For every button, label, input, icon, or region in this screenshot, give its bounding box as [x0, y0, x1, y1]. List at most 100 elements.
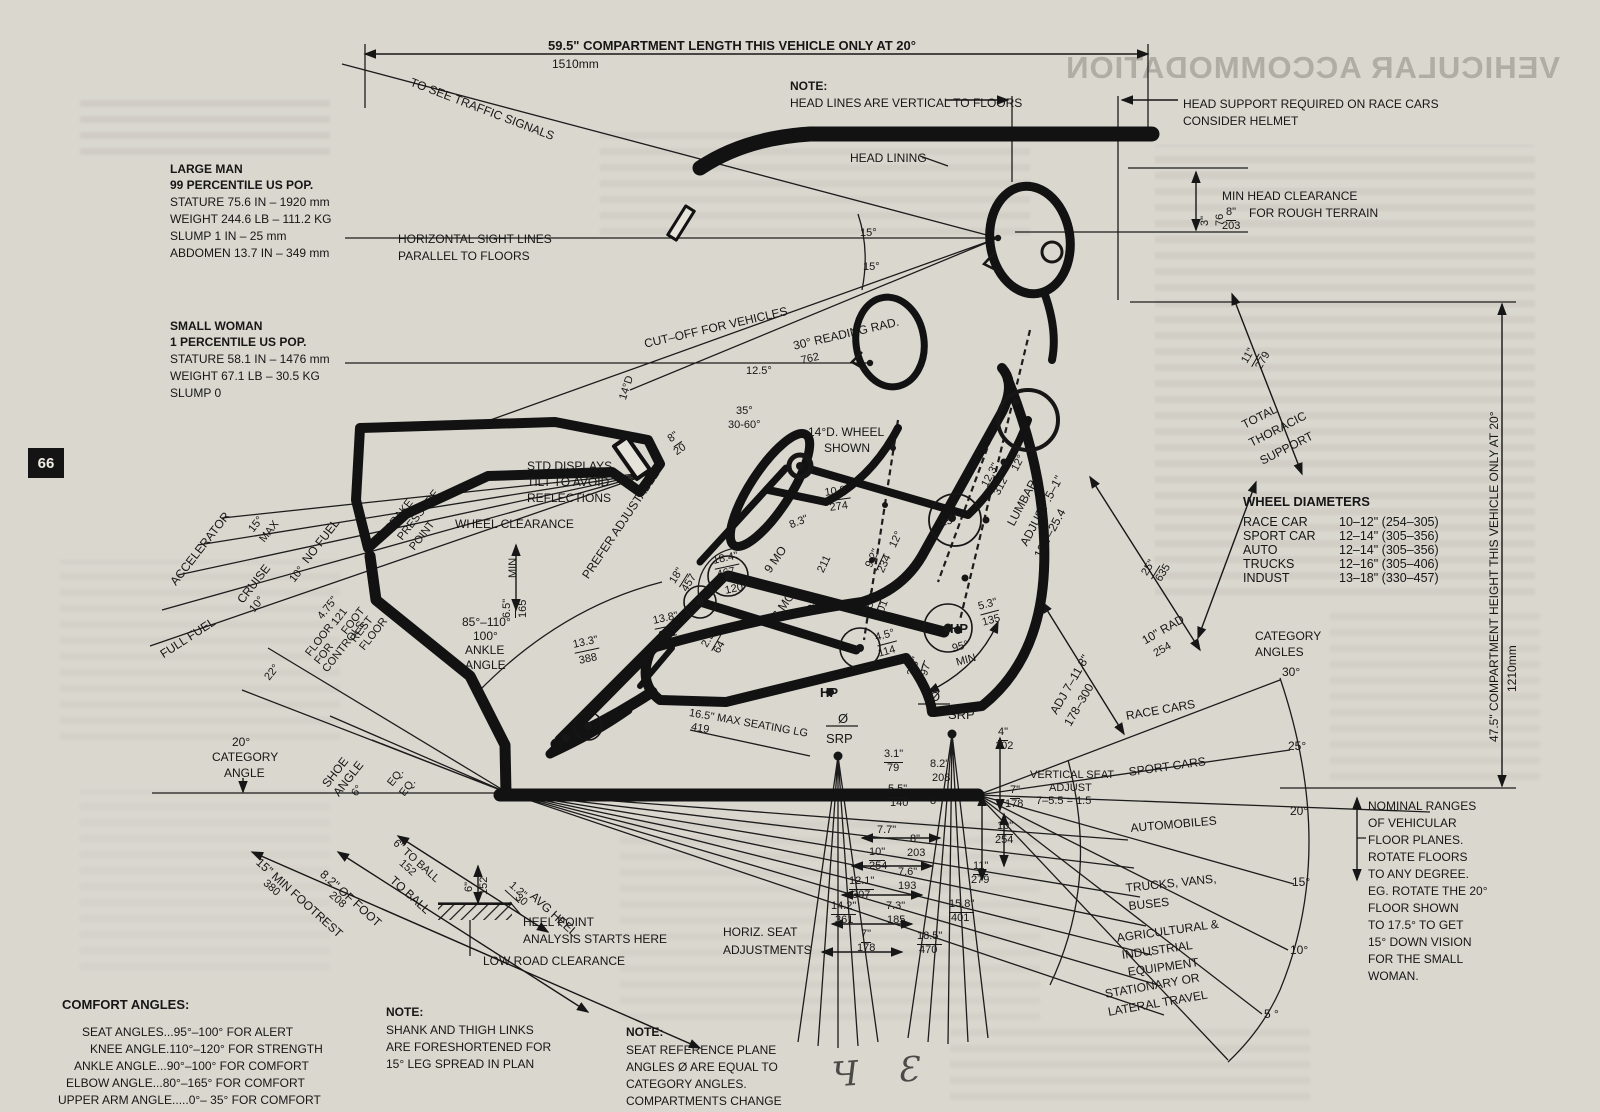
dim-label: 5.5"	[888, 783, 908, 798]
bleed-through-text	[600, 125, 1030, 235]
dim-label: 1210mm	[1505, 645, 1519, 692]
dim-label: ANGLE	[465, 658, 506, 672]
dim-label: ABDOMEN 13.7 IN – 349 mm	[170, 246, 330, 260]
dim-label: HORIZONTAL SIGHT LINES	[398, 232, 552, 246]
dim-label: HP	[820, 685, 839, 700]
dim-label: WEIGHT 67.1 LB – 30.5 KG	[170, 369, 320, 383]
dim-label: VERTICAL SEAT	[1030, 769, 1115, 781]
dim-label: ADJUSTMENTS	[723, 943, 812, 957]
dim-label: HEEL POINT	[523, 915, 594, 929]
dim-label: 47.5" COMPARTMENT HEIGHT THIS VEHICLE ON…	[1487, 411, 1501, 743]
dim-label: 30° READING RAD.	[791, 314, 901, 353]
dim-label: 100°	[473, 629, 498, 643]
dim-label: MIN HEAD CLEARANCE	[1222, 189, 1358, 203]
wheel-diameters-title: WHEEL DIAMETERS	[1243, 494, 1370, 509]
dim-label: LARGE MAN	[170, 162, 243, 176]
dim-label: 152	[478, 876, 490, 895]
dim-label: 85°–110°	[462, 615, 511, 629]
dim-label: TO 17.5° TO GET	[1368, 918, 1464, 932]
dim-label: 12°	[1009, 452, 1028, 474]
wheel-size-range: 12–16" (305–406)	[1339, 557, 1439, 571]
dim-label: 178	[857, 942, 876, 954]
dim-label: 114	[876, 643, 897, 660]
dim-label: PARALLEL TO FLOORS	[398, 249, 530, 263]
dim-label: 351	[657, 626, 679, 642]
wheel-diameters-row: TRUCKS 12–16" (305–406)	[1243, 557, 1439, 571]
dim-label: 193	[898, 880, 917, 892]
dim-label: CONSIDER HELMET	[1183, 114, 1299, 128]
dim-label: 11"	[973, 860, 989, 875]
dim-label: LOW ROAD CLEARANCE	[483, 954, 626, 968]
dim-label: ROTATE FLOORS	[1368, 850, 1468, 864]
dim-label: 274	[828, 499, 849, 514]
dim-label: 5 °	[1264, 1007, 1279, 1021]
dim-label: 15°	[863, 261, 880, 273]
dim-label: CATEGORY	[212, 750, 279, 764]
bleed-through-text	[80, 95, 330, 155]
dim-label: OF VEHICULAR	[1368, 816, 1457, 830]
dim-label: 22°	[262, 662, 282, 683]
dim-label: 3.1"	[884, 748, 904, 763]
dim-label: 25°	[1288, 739, 1307, 753]
dim-label: 6 MO	[769, 589, 798, 622]
dim-label: 59.5" COMPARTMENT LENGTH THIS VEHICLE ON…	[548, 38, 916, 53]
dim-label: 20°	[1290, 804, 1309, 818]
dim-label: 15° LEG SPREAD IN PLAN	[386, 1057, 535, 1071]
dim-label: 467	[715, 565, 737, 581]
dim-label: 18.5"	[917, 930, 943, 945]
dim-label: ANKLE ANGLE...90°–100° FOR COMFORT	[74, 1059, 309, 1073]
dim-label: REFLECTIONS	[527, 491, 612, 505]
dim-label: SEAT REFERENCE PLANE	[626, 1043, 777, 1057]
dim-label: 165	[517, 599, 529, 618]
dim-label: NO FUEL	[299, 516, 343, 567]
dim-label: WHEEL CLEARANCE	[455, 517, 574, 531]
dim-label: 97	[918, 662, 934, 678]
dim-label: BUSES	[1127, 894, 1170, 913]
dim-label: FOR ROUGH TERRAIN	[1249, 206, 1379, 220]
dim-label: 15°	[1292, 875, 1311, 889]
dim-label: 120°	[723, 580, 749, 597]
dim-label: 15°	[860, 227, 877, 239]
dim-label: 1 PERCENTILE US POP.	[170, 335, 307, 349]
dim-label: STD DISPLAYS	[527, 459, 613, 473]
dim-label: FLOOR SHOWN	[1368, 901, 1459, 915]
dim-label: COMFORT ANGLES:	[62, 997, 190, 1012]
dim-label: 14.2"	[831, 900, 857, 915]
dim-label: SLUMP 0	[170, 386, 222, 400]
dim-label: 30-60°	[728, 419, 761, 431]
dim-label: 254	[995, 834, 1014, 846]
dim-label: 10°	[287, 564, 307, 585]
dim-label: Ø	[930, 689, 941, 704]
dim-label: CATEGORY	[1255, 629, 1322, 643]
dim-label: CATEGORY ANGLES.	[626, 1077, 747, 1091]
dim-label: 401	[951, 912, 970, 924]
vehicle-type: TRUCKS	[1243, 557, 1295, 571]
dim-label: NOTE:	[386, 1005, 424, 1019]
dim-label: TRUCKS, VANS,	[1124, 871, 1217, 895]
dim-label: SLUMP 1 IN – 25 mm	[170, 229, 287, 243]
wheel-size-range: 12–14" (305–356)	[1339, 529, 1439, 543]
dim-label: KNEE ANGLE.110°–120° FOR STRENGTH	[90, 1042, 323, 1056]
vehicle-type: AUTO	[1243, 543, 1278, 557]
dim-label: 8.3"	[787, 512, 810, 532]
dim-label: 99 PERCENTILE US POP.	[170, 178, 314, 192]
dim-label: HORIZ. SEAT	[723, 925, 798, 939]
page-number-tab: 66	[28, 448, 64, 478]
dim-label: 470	[919, 944, 938, 956]
dim-label: 20	[671, 441, 689, 459]
dim-label: 10.8"	[824, 483, 851, 502]
dim-label: 10"	[869, 846, 886, 861]
dim-label: SRP	[826, 731, 853, 746]
dim-label: ANGLES Ø ARE EQUAL TO	[626, 1060, 778, 1074]
dim-label: 211	[815, 553, 834, 575]
wheel-size-range: 12–14" (305–356)	[1339, 543, 1439, 557]
dim-label: STATURE 75.6 IN – 1920 mm	[170, 195, 330, 209]
dim-label: WOMAN.	[1368, 969, 1419, 983]
bleed-through-text	[950, 1020, 1310, 1100]
